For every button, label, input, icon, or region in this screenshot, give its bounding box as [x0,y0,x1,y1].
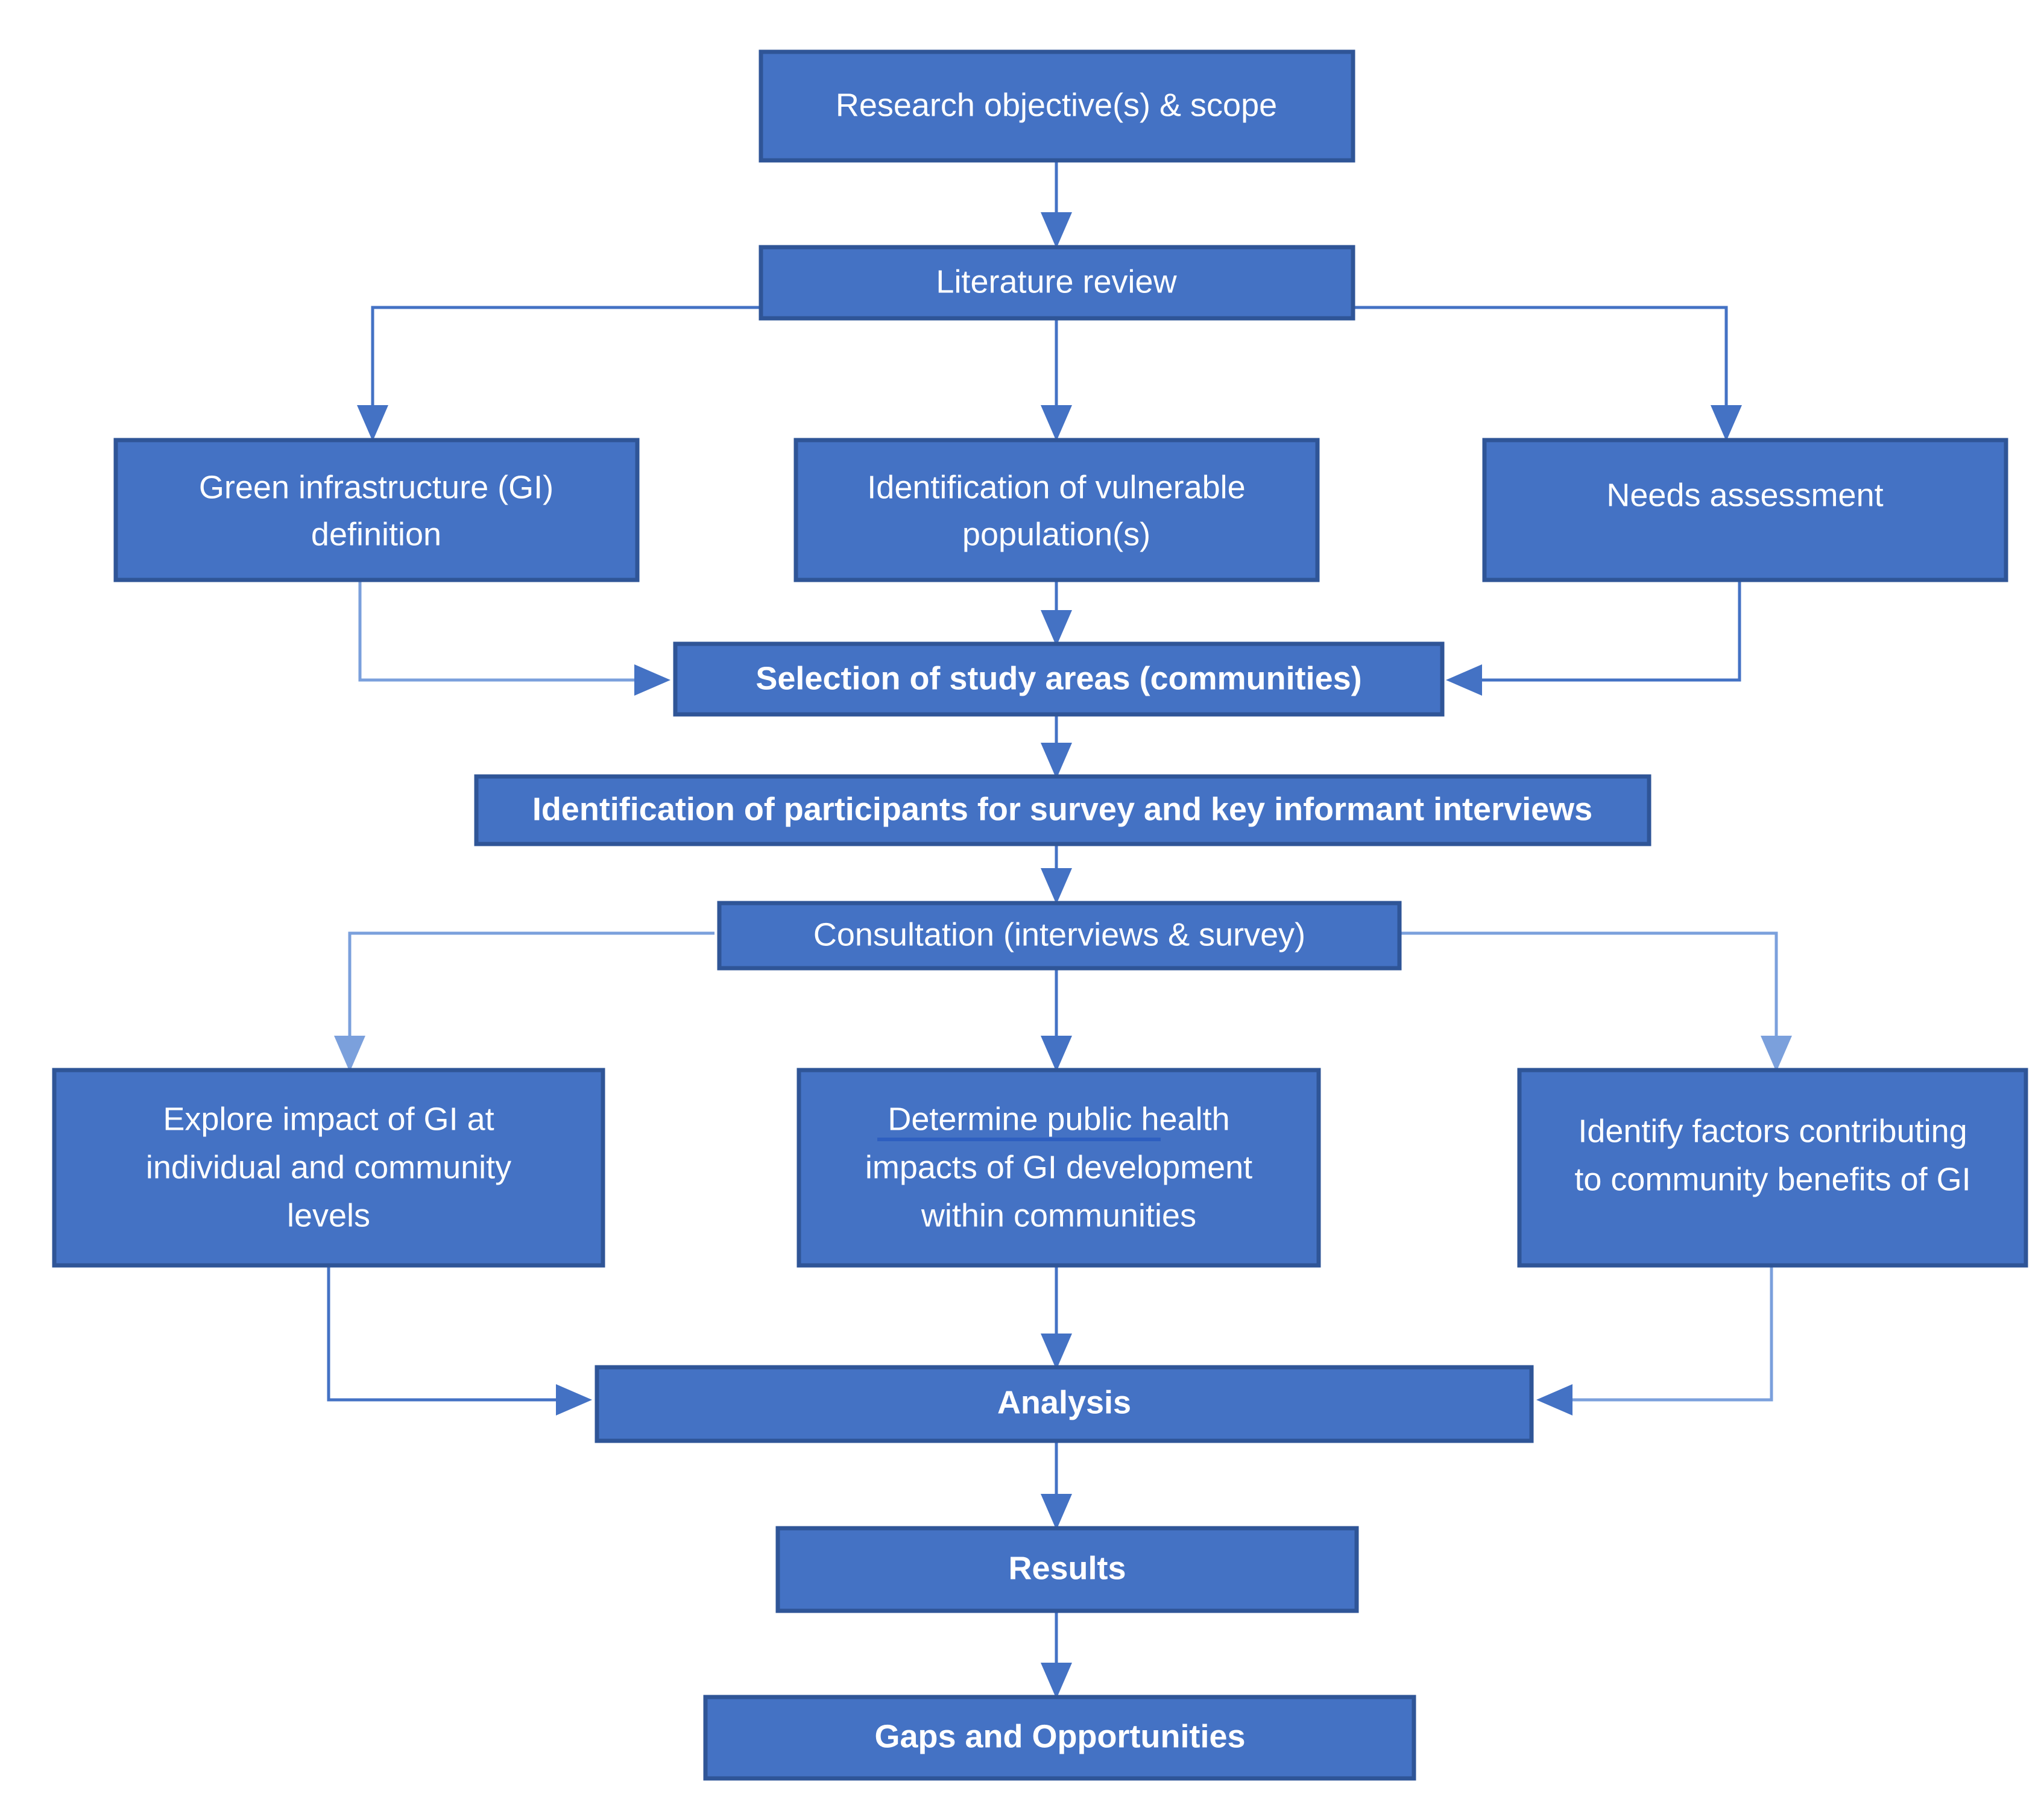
node-identification-participants[interactable]: Identification of participants for surve… [474,774,1651,846]
node-gi-definition-label-line2: definition [311,516,441,552]
edge-determine-health-to-analysis [1041,1265,1072,1370]
edge-results-to-gaps-opportunities [1041,1611,1072,1699]
node-needs-assessment[interactable]: Needs assessment [1482,438,2008,582]
node-analysis[interactable]: Analysis [595,1365,1534,1443]
node-gi-definition[interactable]: Green infrastructure (GI) definition [113,438,640,582]
edge-analysis-to-results [1041,1441,1072,1530]
node-determine-health-label-line1: Determine public health [888,1101,1229,1137]
edge-consultation-to-determine-health [1041,968,1072,1072]
edge-selection-study-areas-to-identification-participants [1041,714,1072,779]
edge-identify-factors-to-analysis [1536,1265,1773,1415]
node-explore-impact-label-line3: levels [287,1197,370,1233]
node-literature-review-label: Literature review [936,263,1177,300]
node-vulnerable-population-label-line1: Identification of vulnerable [867,469,1245,505]
edge-consultation-to-explore-impact [334,931,714,1072]
edge-gi-definition-to-selection-study-areas [358,580,670,696]
node-analysis-label: Analysis [997,1384,1131,1420]
node-needs-assessment-label: Needs assessment [1606,477,1883,513]
node-research-objective-label: Research objective(s) & scope [836,87,1277,123]
edge-consultation-to-identify-factors [1399,931,1792,1072]
node-determine-health-label-line2: impacts of GI development [865,1149,1252,1185]
node-gaps-opportunities[interactable]: Gaps and Opportunities [703,1695,1416,1781]
node-identify-factors[interactable]: Identify factors contributing to communi… [1517,1068,2028,1268]
node-vulnerable-population[interactable]: Identification of vulnerable population(… [793,438,1320,582]
node-consultation-label: Consultation (interviews & survey) [813,916,1305,953]
node-consultation[interactable]: Consultation (interviews & survey) [717,901,1402,971]
edge-explore-impact-to-analysis [327,1265,592,1415]
node-determine-health-label-line3: within communities [921,1197,1196,1233]
node-identification-participants-label: Identification of participants for surve… [532,791,1592,827]
node-gaps-opportunities-label: Gaps and Opportunities [874,1718,1245,1754]
node-vulnerable-population-label-line2: population(s) [962,516,1150,552]
edge-vulnerable-population-to-selection-study-areas [1041,580,1072,646]
edge-literature-review-to-gi-definition [357,306,761,441]
edge-identification-participants-to-consultation [1041,844,1072,904]
node-determine-health[interactable]: Determine public health impacts of GI de… [796,1068,1321,1268]
node-results-label: Results [1008,1550,1126,1586]
edge-literature-review-to-vulnerable-population [1041,318,1072,441]
node-gi-definition-label-line1: Green infrastructure (GI) [199,469,554,505]
edge-research-objective-to-literature-review [1041,160,1072,248]
node-selection-study-areas-label: Selection of study areas (communities) [755,660,1361,696]
node-explore-impact-label-line2: individual and community [146,1149,511,1185]
node-selection-study-areas[interactable]: Selection of study areas (communities) [673,641,1445,717]
edge-needs-assessment-to-selection-study-areas [1446,580,1741,696]
node-explore-impact-label-line1: Explore impact of GI at [163,1101,494,1137]
node-research-objective[interactable]: Research objective(s) & scope [759,49,1355,163]
node-explore-impact[interactable]: Explore impact of GI at individual and c… [52,1068,605,1268]
node-literature-review[interactable]: Literature review [759,245,1355,321]
node-identify-factors-label-line1: Identify factors contributing [1578,1113,1967,1149]
node-results[interactable]: Results [775,1526,1359,1613]
node-identify-factors-label-line2: to community benefits of GI [1574,1161,1970,1197]
edge-literature-review-to-needs-assessment [1352,306,1742,441]
